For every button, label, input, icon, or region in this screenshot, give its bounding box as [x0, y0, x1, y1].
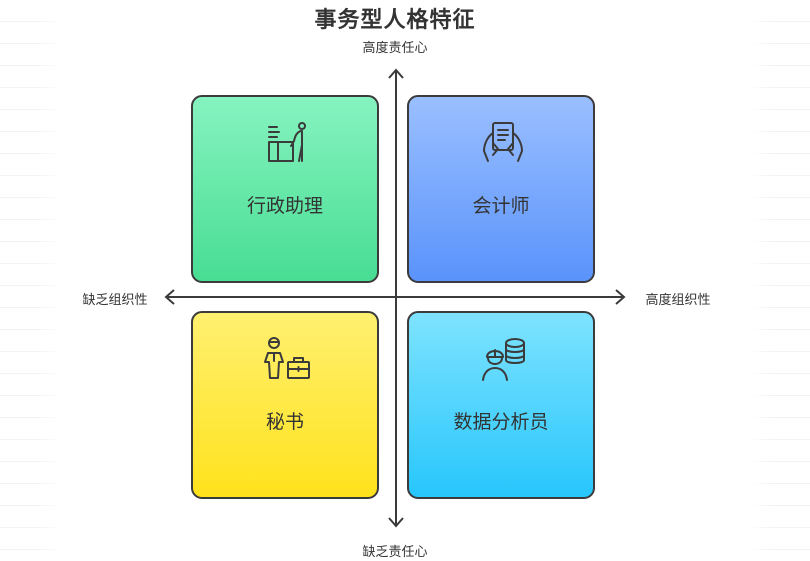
person-with-briefcase-icon	[264, 337, 310, 379]
arrow-right-icon	[615, 289, 626, 305]
quadrant-data-analyst: 数据分析员	[407, 311, 595, 499]
quadrant-label: 行政助理	[246, 195, 323, 217]
quadrant-label: 数据分析员	[453, 411, 549, 433]
arrow-down-icon	[388, 517, 404, 528]
quadrant-admin-assistant: 行政助理	[191, 95, 379, 283]
quadrant-accountant: 会计师	[407, 95, 595, 283]
arrow-up-icon	[388, 68, 404, 79]
quadrant-label: 秘书	[265, 411, 304, 433]
diagram-title: 事务型人格特征	[314, 8, 476, 33]
person-with-database-icon	[482, 338, 525, 381]
axis-label-bottom: 缺乏责任心	[362, 545, 428, 560]
axis-label-left: 缺乏组织性	[82, 293, 148, 308]
axis-label-right: 高度组织性	[645, 293, 711, 308]
hands-holding-clipboard-icon	[483, 122, 523, 162]
arrow-left-icon	[164, 289, 175, 305]
quadrant-secretary: 秘书	[191, 311, 379, 499]
office-desk-person-icon	[268, 122, 306, 162]
quadrant-label: 会计师	[472, 195, 530, 217]
axis-label-top: 高度责任心	[362, 41, 428, 56]
